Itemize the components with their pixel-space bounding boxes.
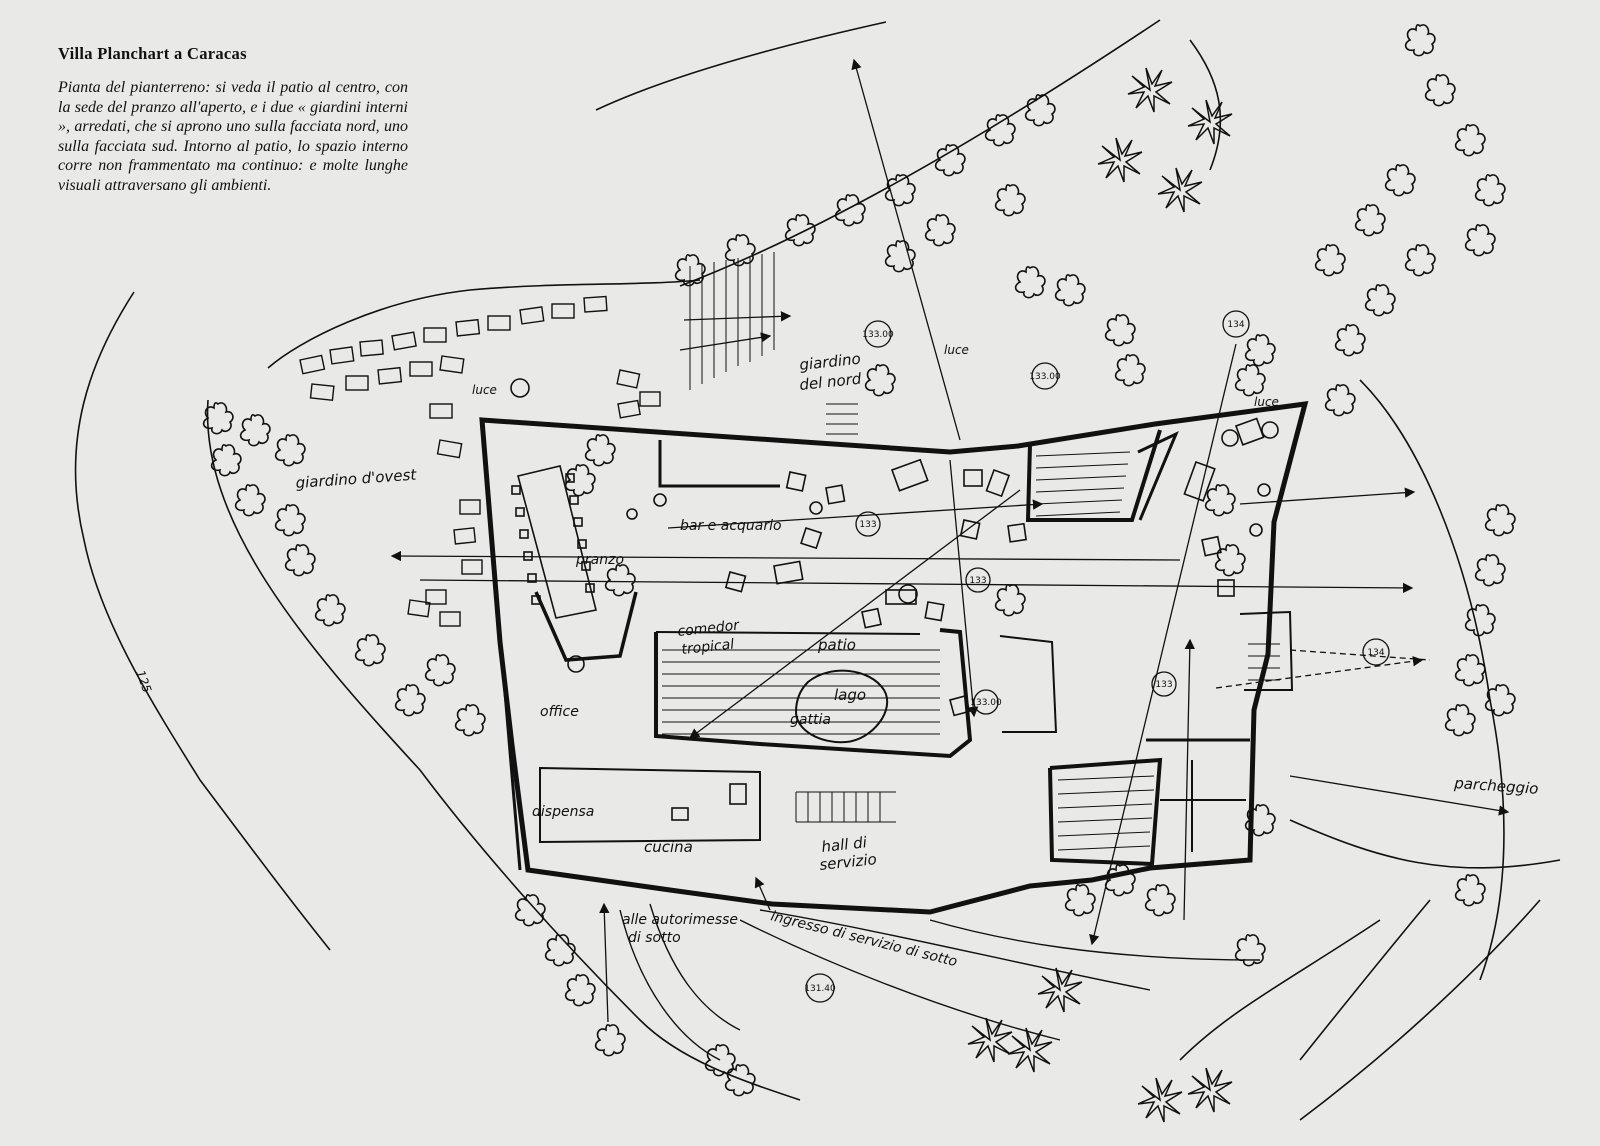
spot-level: 131.40	[804, 973, 836, 1003]
label-office: office	[540, 704, 579, 720]
service-stair	[795, 791, 896, 823]
spot-level: 133.00	[862, 320, 894, 348]
svg-text:131.40: 131.40	[804, 984, 836, 994]
spot-level: 133	[855, 511, 881, 537]
building-walls	[479, 401, 1309, 915]
label-hall: hall di	[821, 833, 869, 856]
north-stair-hatch	[689, 252, 775, 390]
svg-text:133: 133	[969, 576, 986, 586]
label-del-nord: del nord	[799, 370, 863, 394]
plan-description: Pianta del pianterreno: si veda il patio…	[58, 79, 408, 194]
label-comedor: comedor	[677, 617, 741, 639]
label-luce-west: luce	[472, 383, 497, 397]
label-autorimesse: alle autorimesse	[622, 912, 738, 928]
svg-text:133.00: 133.00	[1029, 372, 1061, 382]
label-gattia: gattia	[790, 712, 831, 728]
label-servizio: servizio	[819, 850, 878, 874]
label-bar-acquario: bar e acquario	[680, 518, 782, 534]
svg-text:133.00: 133.00	[862, 330, 894, 340]
spot-levels: 133.00 133.00 134 134 133 133 133 133.0	[804, 310, 1390, 1003]
svg-text:133.00: 133.00	[970, 698, 1002, 708]
label-patio: patio	[817, 636, 856, 654]
label-lago: lago	[834, 686, 866, 704]
svg-text:133: 133	[859, 520, 876, 530]
plan-title: Villa Planchart a Caracas	[58, 44, 247, 63]
label-dispensa: dispensa	[532, 804, 594, 820]
label-di-sotto: di sotto	[628, 930, 681, 946]
hatching	[662, 252, 1280, 851]
east-entry-stair	[1248, 643, 1280, 681]
label-parcheggio: parcheggio	[1453, 774, 1539, 798]
spot-level: 134	[1362, 638, 1390, 666]
spot-level: 133	[1151, 671, 1177, 697]
sight-lines	[390, 58, 1510, 1023]
label-luce-north: luce	[944, 343, 969, 357]
patio-hatch	[662, 649, 940, 735]
caption-block: Villa Planchart a Caracas Pianta del pia…	[58, 44, 408, 195]
furniture	[510, 378, 1279, 821]
spot-level: 133	[965, 567, 991, 593]
spot-level: 134	[1222, 310, 1250, 338]
palm-trees	[967, 67, 1233, 1123]
label-ingresso-servizio: ingresso di servizio di sotto	[769, 908, 959, 970]
svg-text:134: 134	[1227, 320, 1244, 330]
dining-table	[511, 465, 597, 619]
label-contour-125: 125	[133, 668, 154, 694]
terrain-contours	[74, 19, 1561, 1121]
north-entry-stair	[826, 403, 858, 445]
svg-text:134: 134	[1367, 648, 1384, 658]
label-pranzo: pranzo	[575, 552, 624, 568]
south-garden-hatch	[1057, 775, 1155, 851]
svg-text:133: 133	[1155, 680, 1172, 690]
spot-level: 133.00	[1029, 362, 1061, 390]
label-tropical: tropical	[681, 637, 735, 658]
label-cucina: cucina	[644, 838, 693, 856]
north-garden-hatch	[1035, 451, 1131, 517]
spot-level: 133.00	[970, 689, 1002, 715]
room-labels: giardino d'ovest giardino del nord luce …	[133, 343, 1539, 970]
service-road	[619, 903, 1261, 1061]
label-giardino-ovest: giardino d'ovest	[295, 466, 418, 492]
stone-paving	[299, 295, 661, 627]
label-luce-east: luce	[1254, 395, 1279, 409]
lake	[794, 669, 889, 744]
